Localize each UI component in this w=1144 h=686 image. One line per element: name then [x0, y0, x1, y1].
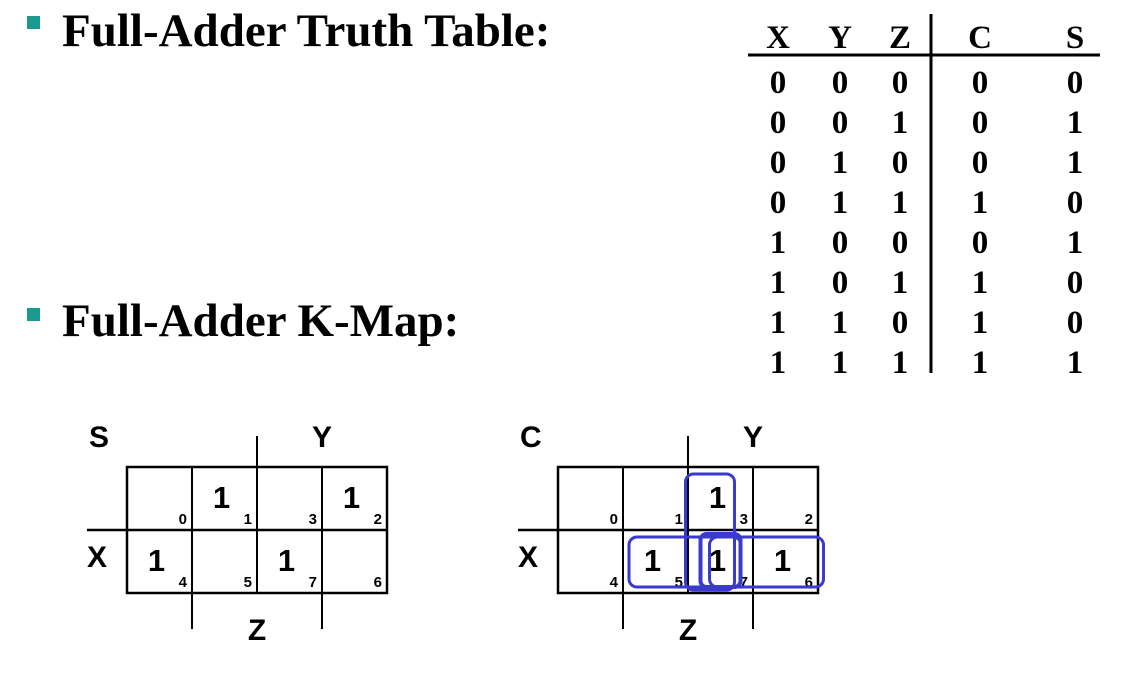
truth-table-cell: 0 — [770, 145, 787, 181]
kmap-cell-value: 1 — [213, 480, 230, 515]
truth-table-cell: 0 — [832, 65, 849, 101]
truth-table-cell: 1 — [892, 265, 909, 301]
kmap-col-var-bottom: Z — [248, 614, 266, 647]
kmap-cell-index: 3 — [740, 511, 748, 528]
truth-table-cell: 1 — [892, 105, 909, 141]
truth-table-cell: 1 — [832, 145, 849, 181]
truth-table-cell: 0 — [1067, 185, 1084, 221]
truth-table-cell: 0 — [972, 105, 989, 141]
truth-table-cell: 1 — [892, 345, 909, 381]
kmap-col-var-bottom: Z — [679, 614, 697, 647]
kmap-col-var-top: Y — [312, 421, 332, 454]
heading-kmap: Full-Adder K-Map: — [62, 295, 460, 347]
truth-table-cell: 0 — [1067, 265, 1084, 301]
kmap-cell-index: 7 — [740, 574, 748, 591]
truth-table-header: C — [968, 20, 992, 56]
kmap-cell-index: 5 — [675, 574, 683, 591]
kmap-cell-value: 1 — [343, 480, 360, 515]
truth-table-cell: 0 — [770, 105, 787, 141]
truth-table-cell: 0 — [832, 105, 849, 141]
truth-table-cell: 1 — [1067, 145, 1084, 181]
kmap-group-overlap-m7 — [698, 532, 743, 589]
kmap-cell-value: 1 — [774, 543, 791, 578]
kmap-cell-value: 1 — [709, 543, 726, 578]
kmap-cell-index: 4 — [610, 574, 619, 591]
bullet-kmap — [27, 308, 40, 321]
truth-table-cell: 1 — [972, 265, 989, 301]
kmap-cell-index: 2 — [374, 511, 382, 528]
truth-table-cell: 0 — [832, 265, 849, 301]
truth-table-cell: 0 — [770, 185, 787, 221]
truth-table-cell: 1 — [832, 345, 849, 381]
truth-table-cell: 1 — [770, 305, 787, 341]
kmap-output-label: S — [89, 421, 109, 454]
kmap-row-var: X — [518, 541, 538, 574]
kmap-cell-index: 2 — [805, 511, 813, 528]
truth-table-cell: 1 — [770, 225, 787, 261]
kmap-cell-value: 1 — [278, 543, 295, 578]
heading-truth-table: Full-Adder Truth Table: — [62, 5, 551, 57]
kmap-cell-index: 1 — [244, 511, 252, 528]
kmap-cell-index: 1 — [675, 511, 683, 528]
truth-table-cell: 0 — [1067, 305, 1084, 341]
kmap-cell-index: 3 — [309, 511, 317, 528]
kmap-cell-value: 1 — [148, 543, 165, 578]
kmap-cell-index: 6 — [805, 574, 813, 591]
truth-table-cell: 1 — [832, 305, 849, 341]
truth-table-cell: 0 — [972, 225, 989, 261]
kmap-row-var: X — [87, 541, 107, 574]
kmap-cell-index: 0 — [179, 511, 187, 528]
kmap-cell-value: 1 — [709, 480, 726, 515]
truth-table-cell: 0 — [972, 145, 989, 181]
truth-table-header: S — [1066, 20, 1084, 56]
truth-table-cell: 0 — [892, 305, 909, 341]
truth-table-cell: 0 — [892, 65, 909, 101]
truth-table-cell: 0 — [770, 65, 787, 101]
kmap-cell-value: 1 — [644, 543, 661, 578]
kmap-cell-index: 0 — [610, 511, 618, 528]
kmap-group-m7-m6 — [708, 535, 825, 589]
truth-table-cell: 1 — [972, 345, 989, 381]
truth-table-cell: 1 — [972, 185, 989, 221]
truth-table-cell: 0 — [972, 65, 989, 101]
kmap-cell-index: 7 — [309, 574, 317, 591]
truth-table-header: X — [766, 20, 790, 56]
truth-table-header: Z — [889, 20, 911, 56]
truth-table-cell: 1 — [770, 345, 787, 381]
truth-table-cell: 0 — [832, 225, 849, 261]
kmap-col-var-top: Y — [743, 421, 763, 454]
truth-table-cell: 0 — [892, 225, 909, 261]
truth-table-cell: 1 — [832, 185, 849, 221]
kmap-output-label: C — [520, 421, 542, 454]
truth-table-cell: 1 — [972, 305, 989, 341]
truth-table-cell: 1 — [892, 185, 909, 221]
truth-table-cell: 1 — [770, 265, 787, 301]
kmap-cell-index: 5 — [244, 574, 252, 591]
truth-table-header: Y — [828, 20, 852, 56]
kmap-cell-index: 6 — [374, 574, 382, 591]
truth-table-cell: 1 — [1067, 345, 1084, 381]
truth-table-cell: 1 — [1067, 105, 1084, 141]
kmap-cell-index: 4 — [179, 574, 188, 591]
bullet-truth-table — [27, 16, 40, 29]
truth-table-cell: 1 — [1067, 225, 1084, 261]
truth-table-cell: 0 — [892, 145, 909, 181]
truth-table-cell: 0 — [1067, 65, 1084, 101]
